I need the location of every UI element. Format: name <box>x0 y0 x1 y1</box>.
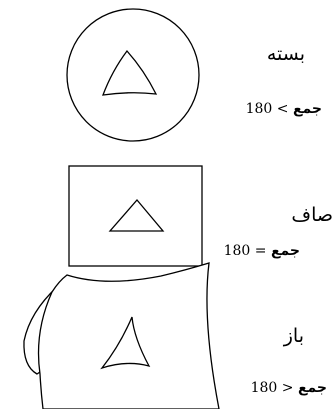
sphere-sum-word: جمع <box>293 101 322 117</box>
plane-degrees: 180 <box>224 243 251 259</box>
saddle-degrees: 180 <box>251 380 278 396</box>
sphere-relation: > <box>277 101 289 117</box>
saddle-angle-sum: جمع < 180 <box>251 380 327 396</box>
sphere-angle-sum: جمع > 180 <box>246 101 322 117</box>
saddle-figure <box>24 263 219 409</box>
sphere-label: بسته <box>267 43 305 65</box>
plane-figure <box>69 166 202 266</box>
plane-angle-sum: جمع = 180 <box>224 243 300 259</box>
plane-relation: = <box>255 243 267 259</box>
sphere-figure <box>67 9 199 141</box>
plane-label: صاف <box>291 204 333 226</box>
saddle-sum-word: جمع <box>298 380 327 396</box>
saddle-relation: < <box>282 380 294 396</box>
sphere-degrees: 180 <box>246 101 273 117</box>
plane-sum-word: جمع <box>271 243 300 259</box>
saddle-label: باز <box>283 325 304 347</box>
